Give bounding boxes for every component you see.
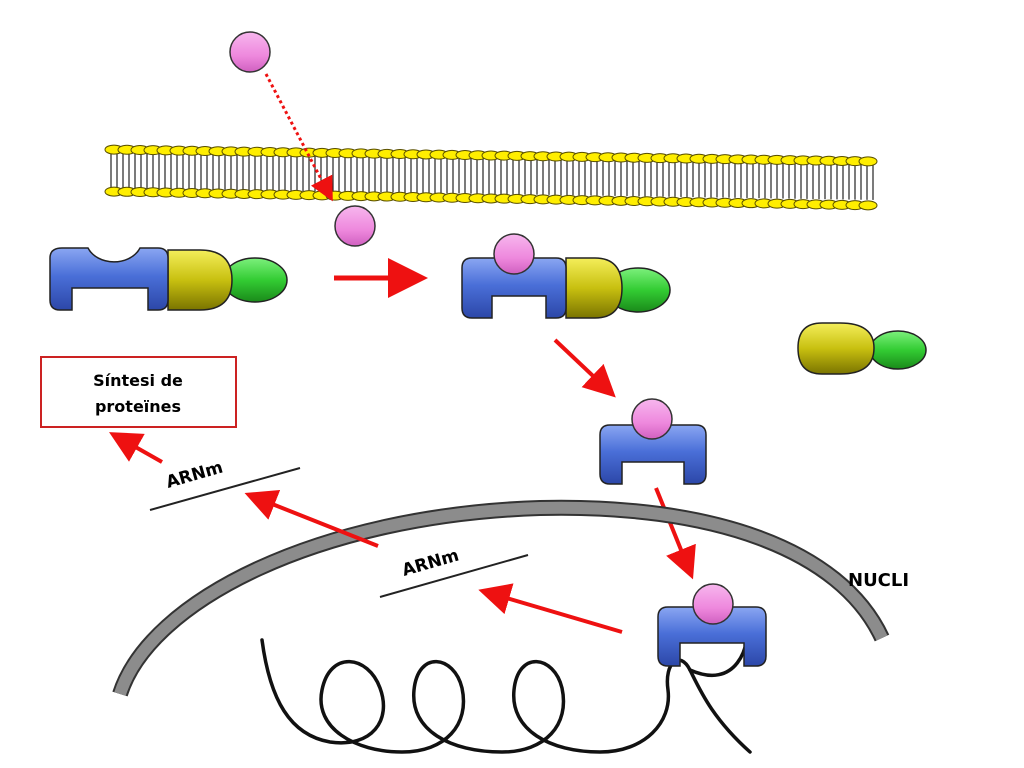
released-chaperone [797, 322, 927, 375]
mrna-cytoplasm-line [149, 467, 301, 511]
transcription-arrow [478, 583, 623, 634]
nucleus-label: NUCLI [848, 570, 909, 591]
complex-bound-to-dna [657, 583, 767, 667]
dna-strand [260, 638, 752, 754]
phospholipid-head [858, 156, 878, 167]
hormone-diffusion-arrow [264, 73, 333, 202]
mrna-nucleus-line [379, 554, 529, 598]
dissociation-arrow [553, 338, 616, 398]
translation-arrow [109, 432, 163, 464]
membrane-heads-top [104, 144, 878, 167]
cell-membrane [104, 144, 878, 211]
nuclear-entry-arrow [654, 487, 696, 580]
protein-synthesis-line1: Síntesi de [93, 371, 183, 390]
receptor-complex-bound [461, 233, 671, 319]
phospholipid-head [858, 200, 878, 211]
protein-synthesis-line2: proteïnes [95, 397, 181, 416]
mrna-cytoplasm-label: ARNm [164, 458, 225, 493]
mrna-export-arrow [244, 489, 379, 548]
hormone-outside [229, 31, 271, 73]
hormone-inside [334, 205, 376, 247]
receptor-complex-inactive [49, 247, 288, 311]
hormone-receptor-complex [599, 398, 707, 485]
protein-synthesis-box: Síntesi de proteïnes [40, 356, 237, 428]
